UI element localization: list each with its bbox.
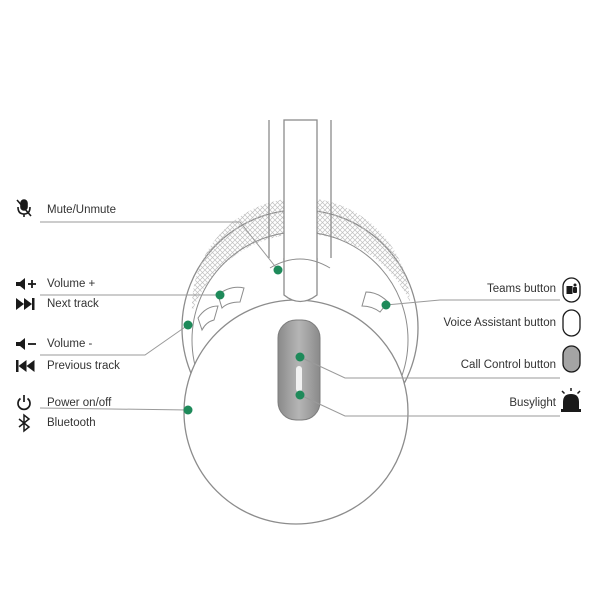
line-teams (385, 299, 560, 306)
next-track-label: Next track (47, 298, 99, 310)
previous-track-icon (16, 360, 35, 372)
microphone-off-icon (16, 199, 32, 217)
volume-down-label: Volume - (47, 338, 93, 350)
next-track-icon (16, 298, 35, 310)
leader-lines (39, 221, 560, 417)
callout-dot-volume-down (183, 320, 193, 330)
teams-icon (562, 277, 581, 303)
callout-dot-busylight (295, 390, 305, 400)
power-icon (17, 395, 31, 411)
headband (268, 119, 332, 303)
previous-track-label: Previous track (47, 360, 120, 372)
call-control-icon (562, 345, 581, 373)
voice-assistant-label: Voice Assistant button (443, 317, 556, 329)
line-call-control (299, 356, 560, 379)
line-power (39, 407, 189, 411)
voice-assistant-icon (562, 309, 581, 337)
volume-up-label: Volume + (47, 278, 96, 290)
speaker-minus-icon (16, 338, 36, 350)
call-control-label: Call Control button (460, 359, 556, 371)
callout-dot-mute (273, 265, 283, 275)
callout-dot-call-control (295, 352, 305, 362)
busylight-icon (561, 388, 581, 412)
callout-dots (183, 265, 391, 415)
callout-dot-teams (381, 300, 391, 310)
volume-buttons (197, 286, 389, 332)
line-mute (40, 221, 279, 271)
callout-dot-volume-up (215, 290, 225, 300)
busylight-label: Busylight (509, 397, 556, 409)
line-busylight (299, 394, 560, 417)
bluetooth-icon (18, 413, 31, 433)
power-label: Power on/off (47, 397, 112, 409)
bluetooth-label: Bluetooth (47, 417, 96, 429)
teams-label: Teams button (486, 283, 556, 295)
control-panel (277, 319, 321, 421)
line-volume-down (40, 324, 189, 356)
callout-dot-power (183, 405, 193, 415)
mesh-ring (191, 197, 410, 312)
speaker-plus-icon (16, 278, 36, 290)
mute-label: Mute/Unmute (47, 204, 117, 216)
